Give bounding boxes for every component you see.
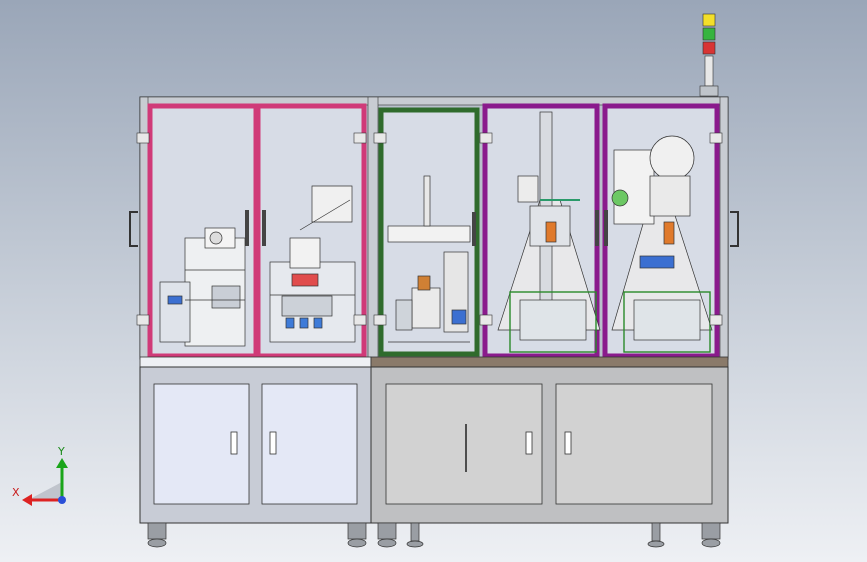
casters-feet — [147, 522, 721, 548]
frame-fittings — [136, 132, 723, 326]
table-tops — [139, 356, 729, 368]
orientation-triad: Y X — [12, 445, 68, 506]
left-machinery — [159, 185, 356, 347]
middle-machinery — [387, 175, 471, 343]
left-cabinet[interactable] — [139, 366, 372, 524]
y-axis-label: Y — [57, 445, 65, 458]
right-cabinet[interactable] — [370, 366, 729, 524]
signal-tower — [699, 13, 719, 97]
x-axis-label: X — [12, 486, 20, 499]
side-handles — [129, 211, 739, 247]
right-machinery — [497, 111, 713, 353]
